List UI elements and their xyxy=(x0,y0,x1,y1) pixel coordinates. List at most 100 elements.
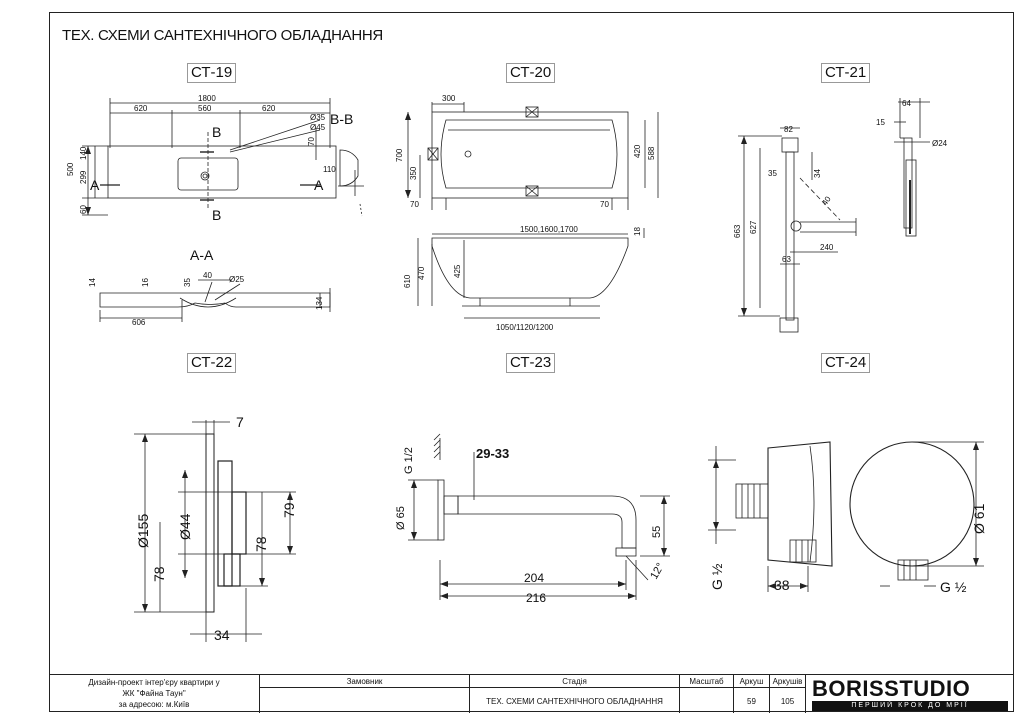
sheets-value: 105 xyxy=(780,697,795,706)
ct21-dim-40: 40 xyxy=(820,194,833,207)
ct21-dim-240: 240 xyxy=(820,243,834,252)
project-line-2: ЖК "Файна Таун" xyxy=(122,689,186,698)
ct23-dim-204: 204 xyxy=(524,571,544,585)
studio-tagline: ПЕРШИЙ КРОК ДО МРІЇ xyxy=(812,701,1008,711)
ct19-cut-b-top: B xyxy=(212,124,221,140)
customer-cell: Замовник xyxy=(259,675,469,713)
ct20-dim-420: 420 xyxy=(633,144,642,158)
ct20-dim-470: 470 xyxy=(417,266,426,280)
ct21-dim-24: Ø24 xyxy=(932,139,948,148)
ct19-height-299: 299 xyxy=(79,170,88,184)
ct23-spout-drawing xyxy=(408,433,670,600)
ct23-dim-55: 55 xyxy=(651,526,663,538)
sheet-cell: Аркуш 59 xyxy=(733,675,769,713)
customer-label: Замовник xyxy=(346,677,383,686)
stage-label: Стадія xyxy=(562,677,587,686)
ct22-valve-drawing xyxy=(134,420,296,642)
ct22-dim-78-right: 78 xyxy=(253,536,269,552)
label-ct24: СТ-24 xyxy=(821,353,871,373)
label-ct21: СТ-21 xyxy=(821,63,871,83)
ct20-dim-18: 18 xyxy=(633,227,642,236)
ct24-dimensions: G ½ 38 Ø 61 G ½ xyxy=(709,503,987,595)
ct19-dim-110: 110 xyxy=(323,165,336,174)
ct20-length: 1500,1600,1700 xyxy=(520,225,578,234)
ct21-dim-15: 15 xyxy=(876,118,885,127)
ct19-width-right: 620 xyxy=(262,104,276,113)
ct21-dim-35: 35 xyxy=(768,169,777,178)
ct22-dim-7: 7 xyxy=(236,414,244,430)
stage-value: ТЕХ. СХЕМИ САНТЕХНІЧНОГО ОБЛАДНАННЯ xyxy=(486,697,663,706)
ct20-dim-350: 350 xyxy=(409,166,418,180)
sheet-frame xyxy=(49,12,1014,712)
dimension-arrows xyxy=(85,112,979,612)
ct24-wall-outlet-drawing xyxy=(708,441,984,592)
ct19-hole-45: Ø45 xyxy=(310,123,326,132)
stage-cell: Стадія ТЕХ. СХЕМИ САНТЕХНІЧНОГО ОБЛАДНАН… xyxy=(469,675,679,713)
sheets-label: Аркушів xyxy=(772,677,803,686)
scale-label: Масштаб xyxy=(689,677,724,686)
label-ct20: СТ-20 xyxy=(506,63,556,83)
ct21-dim-663: 663 xyxy=(733,224,742,238)
ct20-dim-588: 588 xyxy=(647,146,656,160)
ct19-height-60: 60 xyxy=(79,205,88,214)
ct19-height-500: 500 xyxy=(66,162,75,176)
scale-cell: Масштаб xyxy=(679,675,733,713)
ct22-dim-79: 79 xyxy=(281,502,297,518)
ct20-dimensions: 300 700 350 420 588 70 70 1500,1600,1700… xyxy=(395,94,656,332)
ct23-dimensions: G 1/2 29-33 Ø 65 55 204 216 12° xyxy=(395,446,667,605)
ct21-dim-64: 64 xyxy=(902,99,911,108)
ct19-cut-a-left: A xyxy=(90,177,100,193)
ct19-aa-25: Ø25 xyxy=(229,275,245,284)
ct19-aa-35: 35 xyxy=(183,278,192,287)
ct24-dim-38: 38 xyxy=(774,577,790,593)
ct19-width-total: 1800 xyxy=(198,94,216,103)
ct21-dim-34: 34 xyxy=(813,169,822,178)
ct20-base: 1050/1120/1200 xyxy=(496,323,554,332)
ct19-aa-134: 134 xyxy=(315,296,324,310)
ct19-aa-14: 14 xyxy=(88,278,97,287)
ct19-aa-40: 40 xyxy=(203,271,212,280)
ct20-dim-610: 610 xyxy=(403,274,412,288)
ct20-dim-300: 300 xyxy=(442,94,456,103)
ct23-dim-216: 216 xyxy=(526,591,546,605)
ct19-width-left: 620 xyxy=(134,104,148,113)
ct19-hole-35: Ø35 xyxy=(310,113,326,122)
ct19-washbasin-drawing xyxy=(82,98,364,322)
ct19-cut-b-bottom: B xyxy=(212,207,221,223)
ct19-section-bb: B-B xyxy=(330,111,353,127)
ct19-width-mid: 560 xyxy=(198,104,212,113)
label-ct22: СТ-22 xyxy=(187,353,237,373)
ct19-dimensions: 1800 620 560 620 Ø35 Ø45 B-B B B A A 500… xyxy=(66,94,353,327)
ct19-aa-16: 16 xyxy=(141,278,150,287)
ct19-dim-70: 70 xyxy=(307,137,316,146)
sheet-label: Аркуш xyxy=(739,677,764,686)
ct20-dim-70-left: 70 xyxy=(410,200,419,209)
project-line-1: Дизайн-проект інтер'єру квартири у xyxy=(88,678,220,687)
ct21-dimensions: 64 15 Ø24 82 34 35 663 627 240 63 40 xyxy=(733,99,948,264)
label-ct23: СТ-23 xyxy=(506,353,556,373)
title-block: Дизайн-проект інтер'єру квартири у ЖК "Ф… xyxy=(49,674,1014,713)
ct24-thread-horizontal: G ½ xyxy=(940,579,967,595)
ct21-dim-63: 63 xyxy=(782,255,791,264)
ct22-dim-155: Ø155 xyxy=(135,514,151,548)
project-cell: Дизайн-проект інтер'єру квартири у ЖК "Ф… xyxy=(49,675,259,713)
ct20-bathtub-drawing xyxy=(407,102,659,319)
ct24-dim-61: Ø 61 xyxy=(971,503,987,534)
ct20-dim-425: 425 xyxy=(453,264,462,278)
label-ct19: СТ-19 xyxy=(187,63,237,83)
ct22-dim-34: 34 xyxy=(214,627,230,643)
ct21-dim-627: 627 xyxy=(749,220,758,234)
page-title: ТЕХ. СХЕМИ САНТЕХНІЧНОГО ОБЛАДНАННЯ xyxy=(62,27,383,44)
ct24-thread-vertical: G ½ xyxy=(709,563,725,590)
ct21-shower-rail-drawing xyxy=(738,98,930,333)
project-line-3: за адресою: м.Київ xyxy=(118,700,190,709)
sheets-cell: Аркушів 105 xyxy=(769,675,805,713)
ct19-cut-a-right: A xyxy=(314,177,324,193)
ct23-dim-65: Ø 65 xyxy=(395,506,407,530)
ct20-dim-700: 700 xyxy=(395,148,404,162)
ct19-height-140: 140 xyxy=(79,146,88,160)
ct22-dim-44: Ø44 xyxy=(177,513,193,540)
studio-logo-box: BORISSTUDIO ПЕРШИЙ КРОК ДО МРІЇ xyxy=(805,675,1015,713)
